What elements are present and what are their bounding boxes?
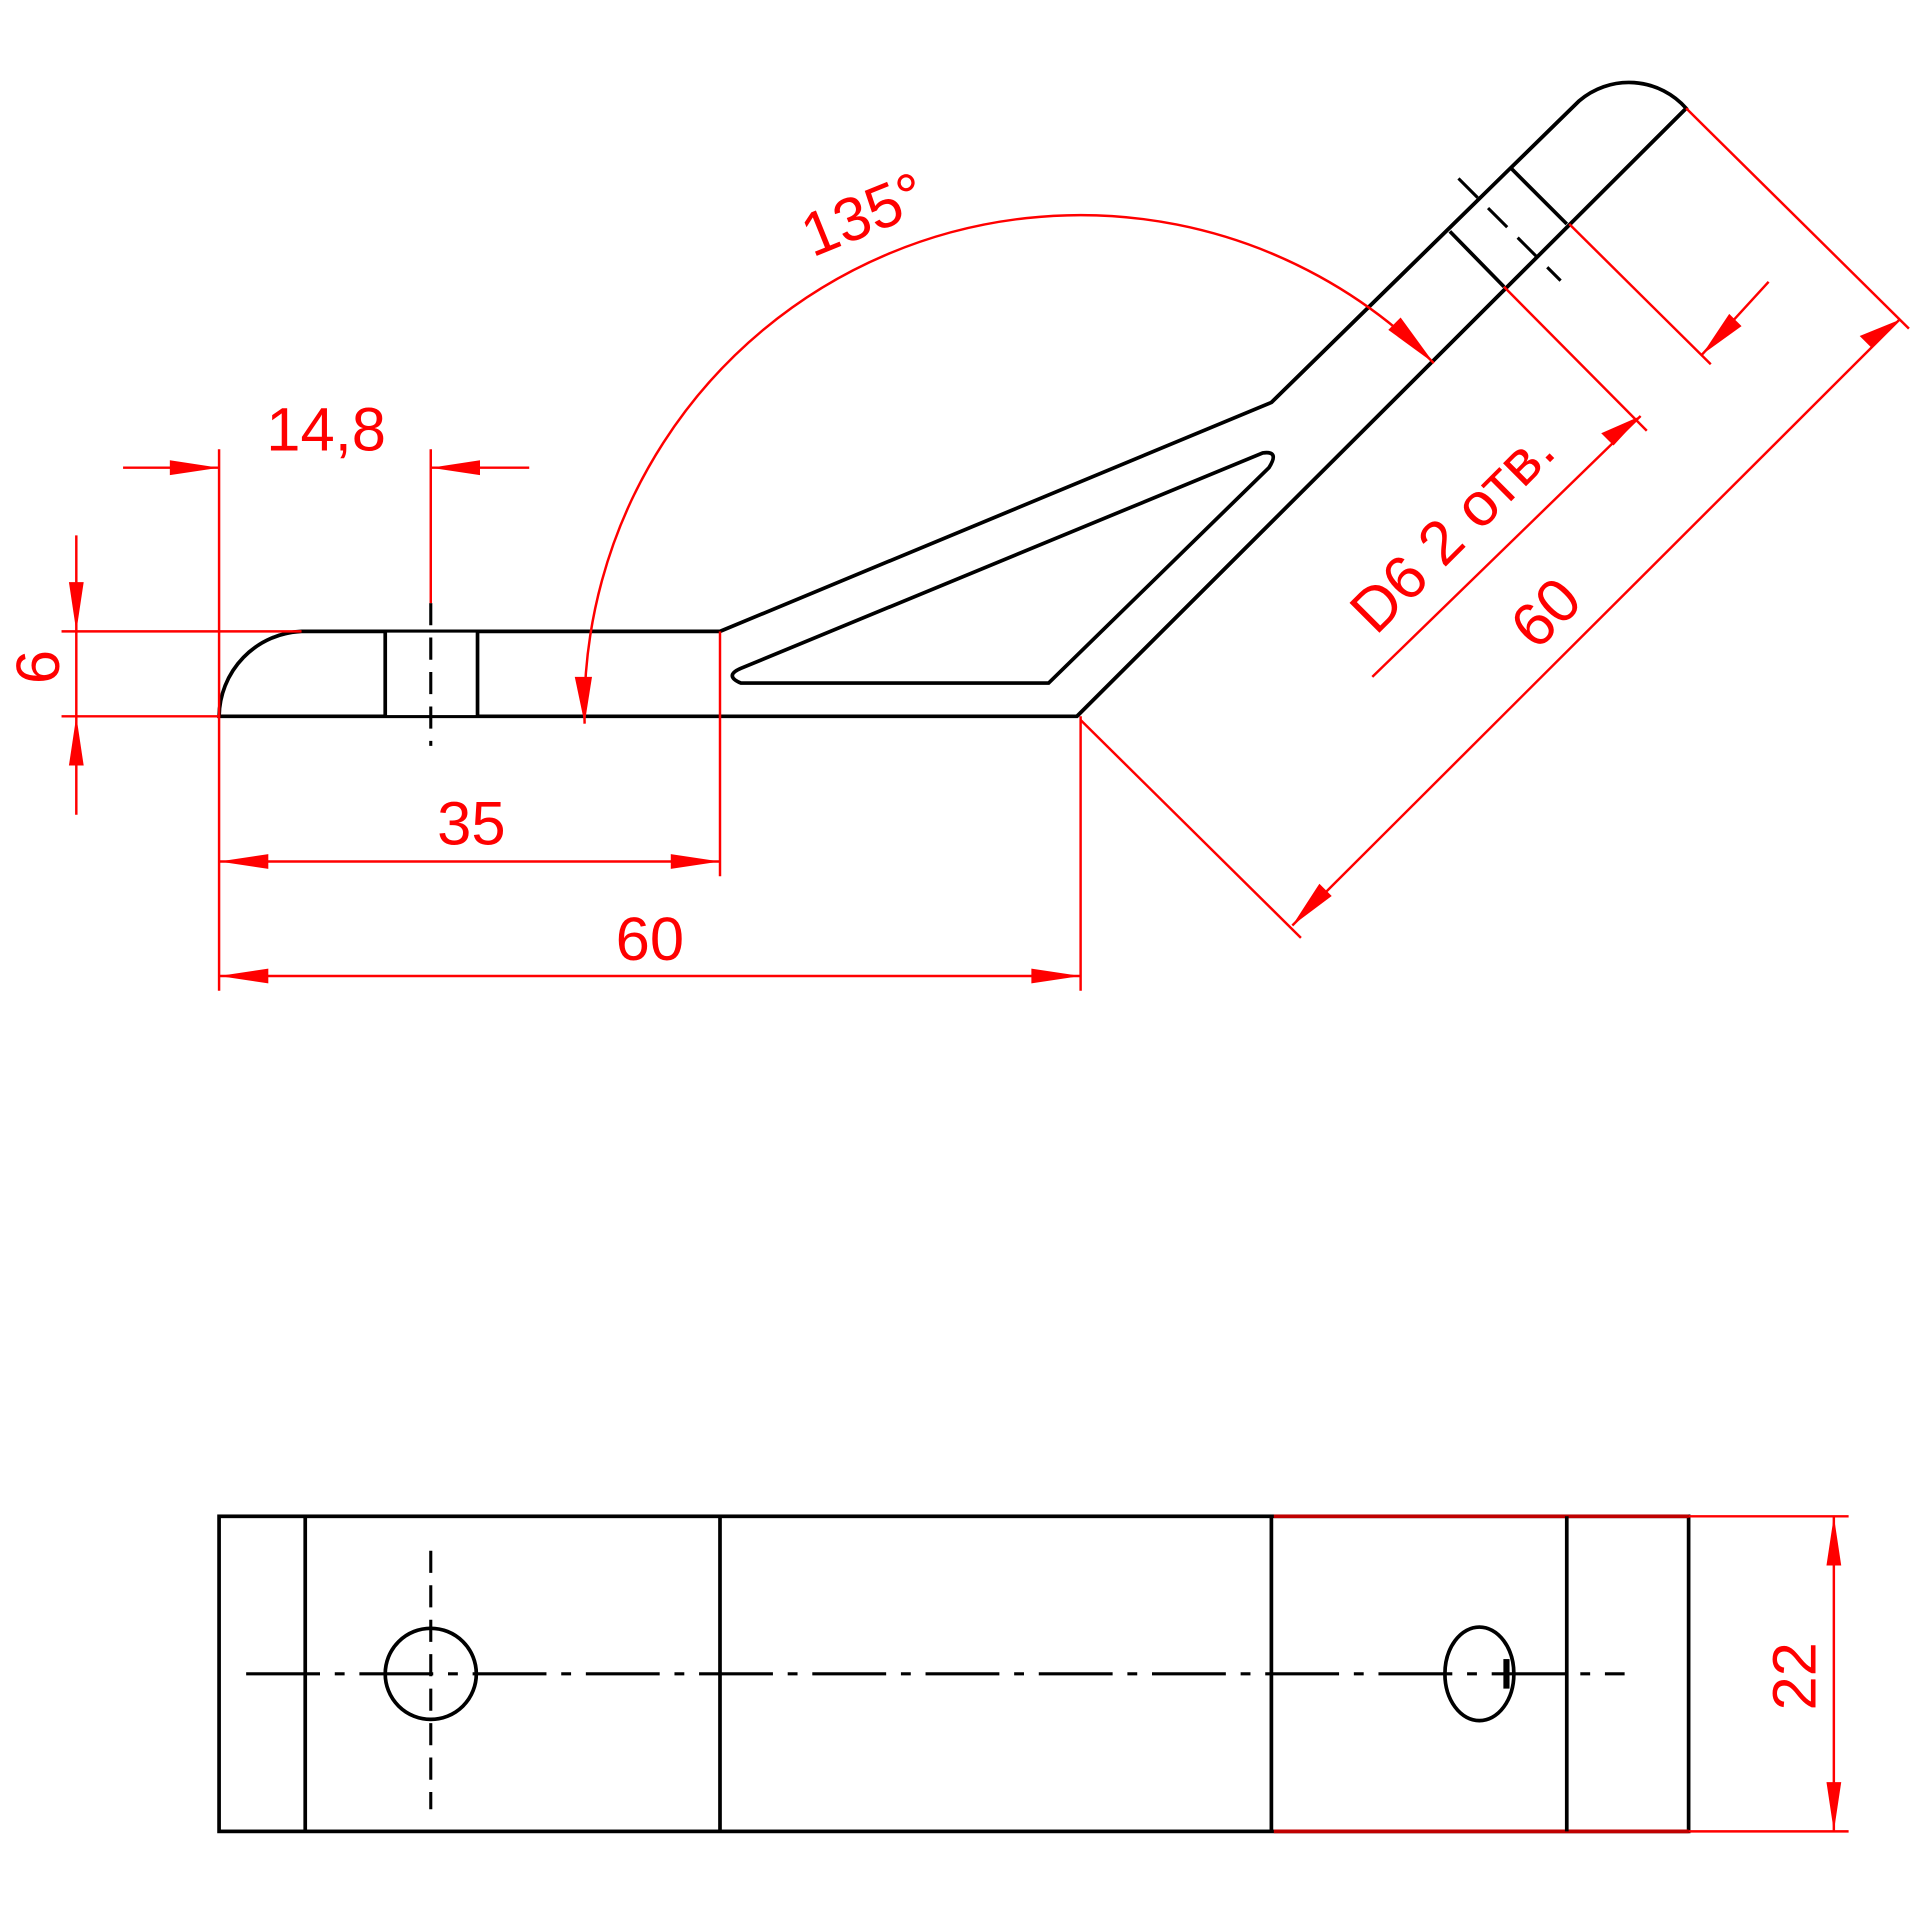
dim-width: 22: [1760, 1642, 1829, 1710]
section-view: [217, 80, 1689, 746]
arm-outer-edge: [1270, 99, 1581, 404]
part-section-body: [217, 80, 1689, 719]
dimensions: 14,8 6 35 60 135° 60: [4, 107, 1910, 991]
dim-rib-start: 35: [437, 789, 505, 858]
hole-section-arm: [1449, 168, 1567, 287]
dim-arm-length: 60: [1498, 565, 1595, 662]
arm-inner-edge: [1075, 107, 1688, 718]
arm-hole-centerline: [1457, 177, 1562, 282]
plan-view: 22: [217, 1514, 1849, 1834]
hole-oblique: [1443, 1625, 1516, 1723]
dim-horizontal-length: 60: [616, 905, 684, 974]
dim-hole-offset: 14,8: [266, 395, 386, 464]
dim-angle: 135°: [792, 159, 936, 271]
hole-edge: [1448, 230, 1506, 289]
dim-thickness: 6: [4, 650, 73, 684]
hole-edge: [1510, 167, 1569, 226]
plan-outline: [217, 1514, 1691, 1834]
hole-round: [383, 1626, 479, 1722]
rib-cutout: [730, 450, 1276, 685]
